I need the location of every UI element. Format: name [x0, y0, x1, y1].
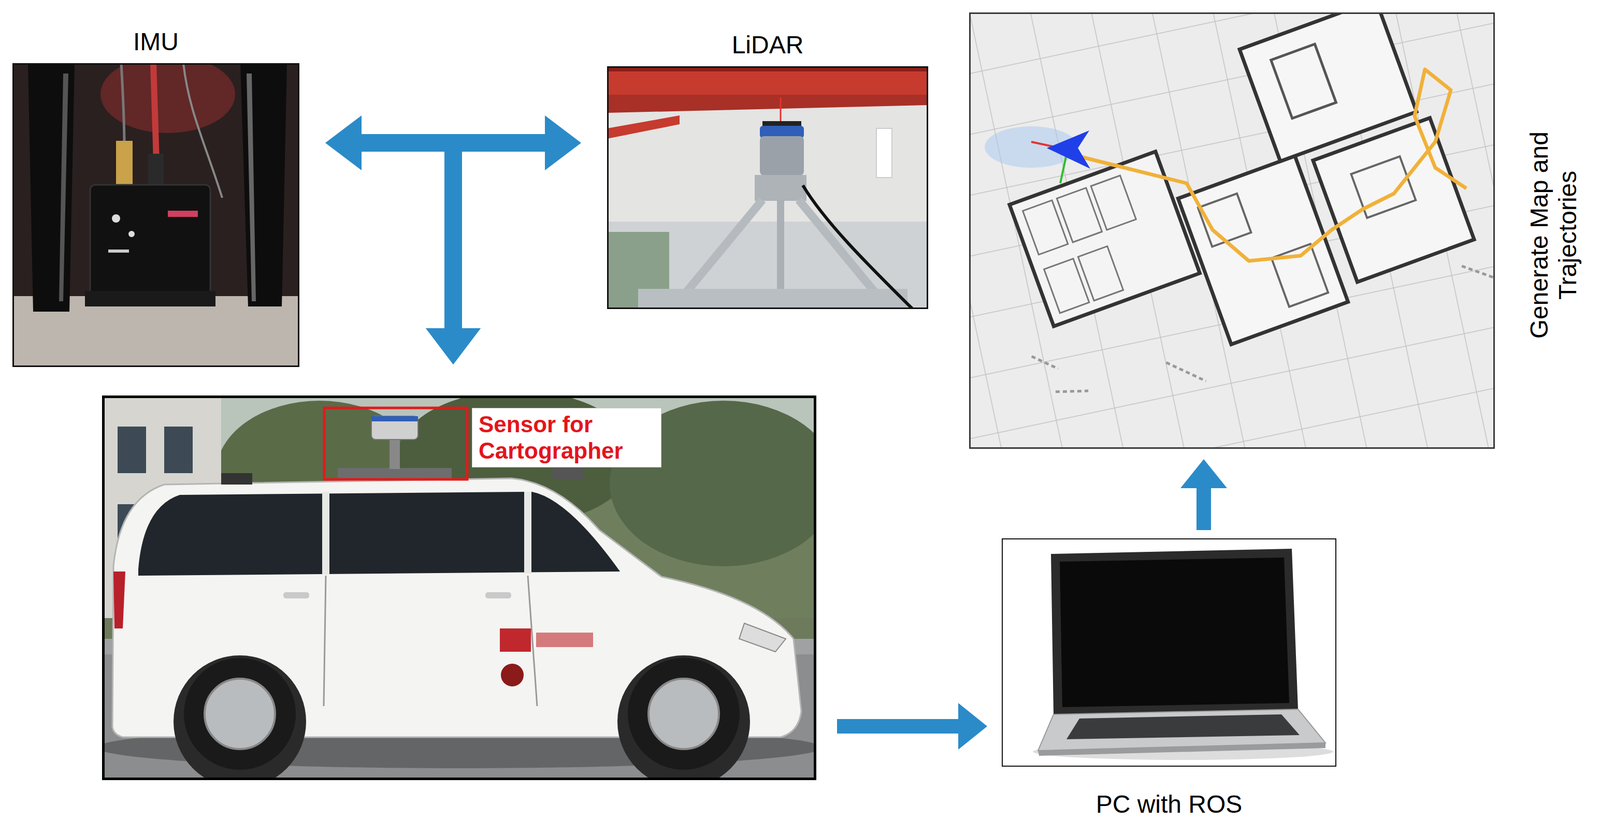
- laptop-photo: [1001, 538, 1337, 768]
- map-screenshot: [969, 12, 1495, 450]
- photo-panel: PC with ROS: [1001, 538, 1337, 768]
- vehicle-photo: [102, 395, 817, 781]
- block-arrow: [837, 719, 959, 734]
- photo-panel: Sensor for Cartographer: [102, 395, 817, 781]
- panel-heading: LiDAR: [608, 30, 927, 60]
- lidar-photo: [607, 66, 929, 310]
- side-caption: Generate Map and Trajectories: [1524, 113, 1582, 357]
- panel-caption: PC with ROS: [1002, 790, 1336, 819]
- block-arrow: [361, 142, 454, 329]
- map-panel: Generate Map and Trajectories: [969, 12, 1495, 450]
- panel-heading: IMU: [13, 27, 298, 56]
- photo-panel: IMU: [12, 63, 300, 368]
- callout-label: Sensor for Cartographer: [471, 408, 662, 468]
- block-arrow: [1196, 488, 1212, 531]
- block-arrow: [453, 142, 545, 329]
- photo-panel: LiDAR: [607, 66, 929, 310]
- imu-photo: [12, 63, 300, 368]
